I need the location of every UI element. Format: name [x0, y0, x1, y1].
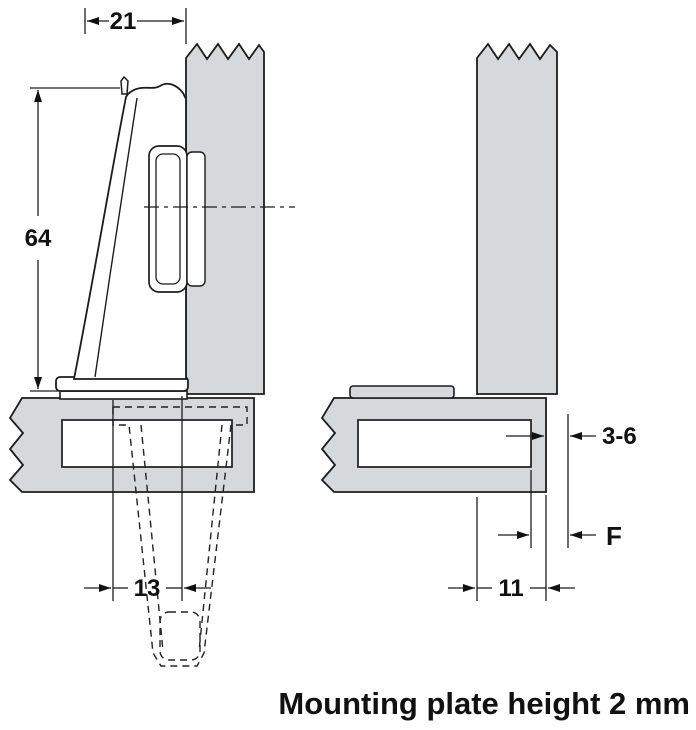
mounting-plate: [59, 390, 188, 400]
dim-21-label: 21: [110, 8, 137, 35]
dim-13: 13: [84, 396, 211, 602]
mounting-plate: [349, 385, 455, 399]
hinge-cup: [148, 145, 188, 293]
door-panel: [185, 42, 265, 395]
hinge-pin: [120, 75, 129, 95]
hinge-cup-inner: [155, 153, 181, 285]
dim-11-label: 11: [498, 575, 523, 602]
dim-f-label: F: [606, 521, 622, 551]
dim-64-label: 64: [25, 225, 52, 252]
recess: [357, 419, 532, 468]
door-panel: [476, 42, 558, 395]
open-hinge-inner-right: [198, 424, 223, 652]
right-view: 3-6 F 11: [320, 42, 637, 602]
dim-21: 21: [84, 8, 187, 44]
caption: Mounting plate height 2 mm: [278, 686, 690, 721]
open-hinge-inner-left: [140, 424, 164, 652]
dim-11: 11: [448, 495, 575, 602]
recess: [61, 419, 233, 468]
open-hinge-cup: [159, 611, 201, 661]
hinge-open-dashed-outline: [112, 406, 248, 667]
cup-bore: [186, 151, 206, 287]
dim-3-6: 3-6: [506, 414, 637, 548]
hinge-body: [55, 75, 206, 392]
left-view: 21 64 13: [8, 8, 295, 667]
dim-13-label: 13: [134, 575, 161, 602]
dim-64: 64: [25, 87, 120, 392]
open-hinge-outline: [112, 406, 248, 667]
hinge-arm-inner-line: [94, 97, 138, 378]
dim-3-6-label: 3-6: [602, 423, 637, 450]
dim-f: F: [498, 470, 622, 551]
